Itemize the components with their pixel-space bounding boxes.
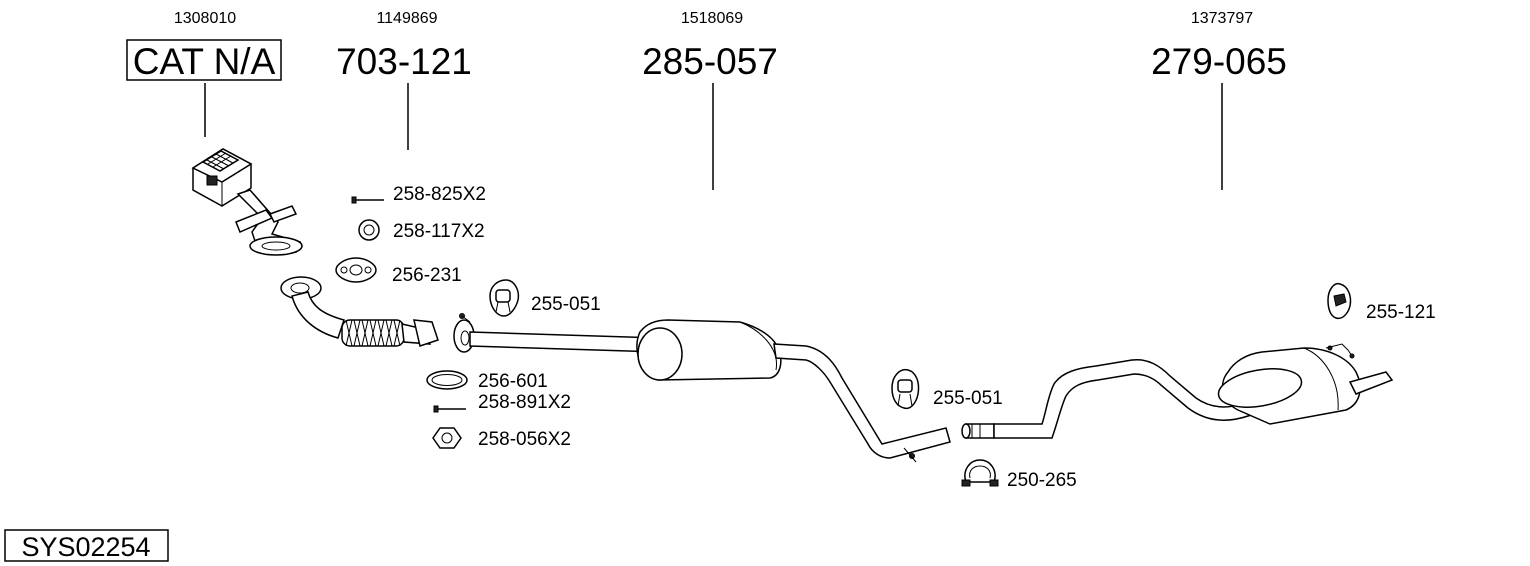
part-label: 255-051 [933, 388, 1003, 409]
header-code: 1308010 [174, 10, 236, 27]
part-label: 256-601 [478, 371, 548, 392]
header-middle-silencer: 1518069 285-057 [642, 10, 778, 190]
header-part-box [126, 39, 282, 81]
part-label: 258-117X2 [393, 221, 485, 242]
part-label: 255-051 [531, 294, 601, 315]
part-label: 256-231 [392, 265, 462, 286]
middle-pipe [453, 313, 951, 463]
bolt-icon [351, 196, 384, 204]
header-code: 1149869 [376, 10, 437, 27]
system-code: SYS02254 [21, 532, 150, 562]
header-code: 1373797 [1191, 10, 1253, 27]
pipe-clamp-icon [961, 459, 999, 487]
rear-pipe [961, 343, 1394, 439]
part-label: 255-121 [1366, 302, 1436, 323]
system-code-box: SYS02254 [4, 529, 169, 562]
catalytic-converter [191, 148, 303, 256]
front-pipe [280, 276, 439, 347]
header-part-number: 285-057 [642, 41, 778, 82]
header-part-number: 703-121 [336, 41, 472, 82]
nut-icon [432, 427, 462, 449]
part-label: 258-825X2 [393, 184, 486, 205]
bolt-icon [433, 405, 466, 413]
header-part-number: 279-065 [1151, 41, 1287, 82]
header-part-number: CAT N/A [133, 41, 276, 82]
part-label: 250-265 [1007, 470, 1077, 491]
rubber-hanger-icon [891, 368, 920, 410]
header-rear-silencer: 1373797 279-065 [1151, 10, 1287, 190]
header-code: 1518069 [681, 10, 743, 27]
part-label: 258-056X2 [478, 429, 571, 450]
sealing-ring-icon [358, 219, 380, 241]
part-label: 258-891X2 [478, 392, 571, 413]
sealing-ring-icon [426, 370, 468, 390]
rubber-hanger-icon [1327, 282, 1352, 320]
header-front-pipe: 1149869 703-121 [336, 10, 472, 150]
rubber-hanger-icon [489, 279, 520, 317]
gasket-icon [335, 257, 377, 283]
header-cat: 1308010 CAT N/A [126, 10, 282, 137]
